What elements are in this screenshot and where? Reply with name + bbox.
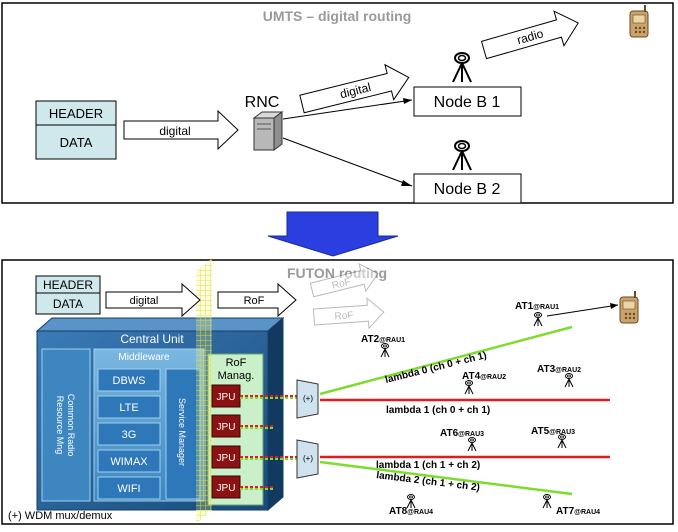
at1-label: AT1@RAU1 bbox=[515, 301, 559, 312]
crrm-label-line2: Resource Mng bbox=[55, 396, 65, 455]
at5-label: AT5@RAU3 bbox=[531, 426, 575, 437]
service-manager-label: Service Manager bbox=[177, 398, 187, 466]
jpu-label: JPU bbox=[217, 453, 236, 464]
at7-label: AT7@RAU4 bbox=[556, 506, 600, 517]
node-b2-box bbox=[413, 173, 522, 204]
ghost-rof-arrow-1-label: RoF bbox=[331, 277, 352, 292]
digital-arrow-2 bbox=[299, 63, 410, 114]
service-list: DBWS LTE 3G WIMAX WIFI bbox=[97, 368, 161, 500]
rnc-server-icon bbox=[252, 111, 284, 151]
umts-title: UMTS – digital routing bbox=[263, 8, 412, 24]
wdm-footnote: (+) WDM mux/demux bbox=[8, 510, 113, 522]
at2-label: AT2@RAU1 bbox=[361, 334, 405, 345]
rnc-label: RNC bbox=[245, 94, 280, 111]
central-unit-label: Central Unit bbox=[120, 332, 184, 346]
digital-arrow-1-label: digital bbox=[159, 124, 190, 138]
node-b2-label: Node B 2 bbox=[434, 181, 501, 198]
rof-manager-label-line2: Manag. bbox=[218, 370, 255, 382]
jpu-label: JPU bbox=[217, 422, 236, 433]
wdm-mux-2 bbox=[296, 439, 319, 479]
node-b1-label: Node B 1 bbox=[434, 94, 501, 111]
grid-plane bbox=[196, 258, 212, 524]
header-label: HEADER bbox=[49, 106, 103, 121]
crrm-label-line1: Common Radio bbox=[66, 394, 76, 457]
service-item-dbws: DBWS bbox=[113, 375, 146, 387]
futon-digital-arrow-label: digital bbox=[130, 295, 159, 307]
futon-header-data-box bbox=[35, 275, 101, 315]
node-b1-box bbox=[413, 86, 522, 117]
digital-arrow-1 bbox=[123, 109, 239, 151]
lambda1-label-a: lambda 1 (ch 0 + ch 1) bbox=[386, 405, 490, 416]
service-item-3g: 3G bbox=[122, 429, 137, 441]
rof-manager-label-line1: RoF bbox=[226, 357, 247, 369]
service-item-wifi: WIFI bbox=[117, 483, 140, 495]
jpu-stack: JPU JPU JPU JPU bbox=[211, 384, 241, 499]
futon-digital-arrow bbox=[105, 282, 201, 318]
header-data-box bbox=[35, 100, 117, 160]
futon-header-label: HEADER bbox=[43, 278, 93, 292]
middleware-label: Middleware bbox=[118, 352, 170, 363]
ghost-rof-arrow-1 bbox=[309, 262, 379, 298]
crrm-block bbox=[41, 348, 91, 502]
lambda1-label-b: lambda 1 (ch 1 + ch 2) bbox=[376, 460, 480, 471]
jpu-label: JPU bbox=[217, 483, 236, 494]
rof-arrow-label: RoF bbox=[244, 295, 265, 307]
down-arrow-icon bbox=[267, 211, 399, 257]
rof-arrow bbox=[217, 282, 297, 318]
wdm-mux-1-label: (+) bbox=[303, 394, 313, 403]
at6-label: AT6@RAU3 bbox=[440, 428, 484, 439]
futon-data-label: DATA bbox=[53, 297, 83, 311]
wdm-mux-2-label: (+) bbox=[303, 454, 313, 463]
data-label: DATA bbox=[60, 135, 93, 150]
service-manager-block bbox=[165, 368, 201, 500]
service-item-wimax: WIMAX bbox=[110, 456, 148, 468]
fiber-lambda0 bbox=[319, 325, 573, 396]
radio-arrow bbox=[480, 10, 579, 60]
at4-label: AT4@RAU2 bbox=[462, 371, 506, 382]
fiber-lambda2 bbox=[319, 460, 573, 496]
ghost-rof-arrow-2-label: RoF bbox=[334, 310, 354, 322]
at8-label: AT8@RAU4 bbox=[389, 506, 433, 517]
service-item-lte: LTE bbox=[119, 402, 138, 414]
at3-label: AT3@RAU2 bbox=[537, 364, 581, 375]
wdm-mux-1 bbox=[296, 379, 319, 419]
ghost-rof-arrow-2 bbox=[312, 297, 385, 330]
jpu-label: JPU bbox=[217, 392, 236, 403]
